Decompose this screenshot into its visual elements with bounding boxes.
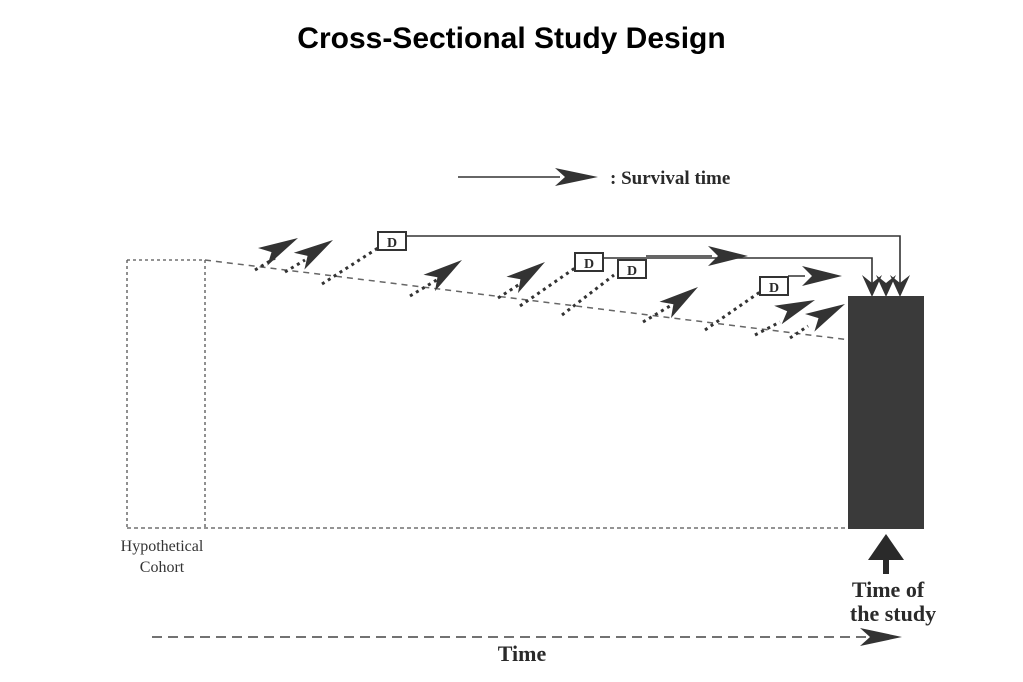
study-label-line1: Time of xyxy=(852,577,925,602)
arrowhead-icon xyxy=(890,275,910,297)
arrowhead-icon xyxy=(293,240,333,270)
death-marker: D xyxy=(574,252,604,272)
survival-tracks xyxy=(254,246,809,340)
arrowhead-icon xyxy=(804,304,845,332)
svg-text:D: D xyxy=(769,281,779,296)
arrowhead-icon xyxy=(876,275,896,297)
hypothetical-cohort-box xyxy=(126,259,206,528)
time-axis xyxy=(152,628,902,646)
connector-arrowheads xyxy=(708,246,910,297)
arrowhead-icon xyxy=(708,246,748,266)
arrowhead-icon xyxy=(659,287,698,319)
svg-text:D: D xyxy=(387,236,397,251)
study-up-arrow-icon xyxy=(868,534,904,574)
death-markers: D D D D xyxy=(377,231,789,296)
death-marker: D xyxy=(377,231,407,251)
svg-text:D: D xyxy=(584,257,594,272)
arrowhead-icon xyxy=(506,262,545,294)
study-label-line2: the study xyxy=(850,601,936,626)
death-marker: D xyxy=(617,259,647,279)
cohort-label-line2: Cohort xyxy=(140,559,185,576)
arrowhead-icon xyxy=(423,260,462,292)
svg-text:D: D xyxy=(627,264,637,279)
arrowhead-icon xyxy=(802,266,842,286)
cohort-label-line1: Hypothetical xyxy=(121,538,204,555)
page-title: Cross-Sectional Study Design xyxy=(297,22,726,55)
time-axis-label: Time xyxy=(498,641,547,666)
arrowhead-icon xyxy=(774,300,815,325)
time-axis-arrowhead-icon xyxy=(860,628,902,646)
study-time-bar xyxy=(848,296,924,529)
survival-arrowheads xyxy=(257,238,845,332)
death-marker: D xyxy=(759,276,789,296)
legend-arrowhead-icon xyxy=(555,168,598,186)
legend-label: : Survival time xyxy=(610,168,730,189)
arrowhead-icon xyxy=(257,238,298,266)
legend: : Survival time xyxy=(458,168,730,189)
arrowhead-icon xyxy=(862,275,882,297)
death-connectors xyxy=(406,235,901,290)
